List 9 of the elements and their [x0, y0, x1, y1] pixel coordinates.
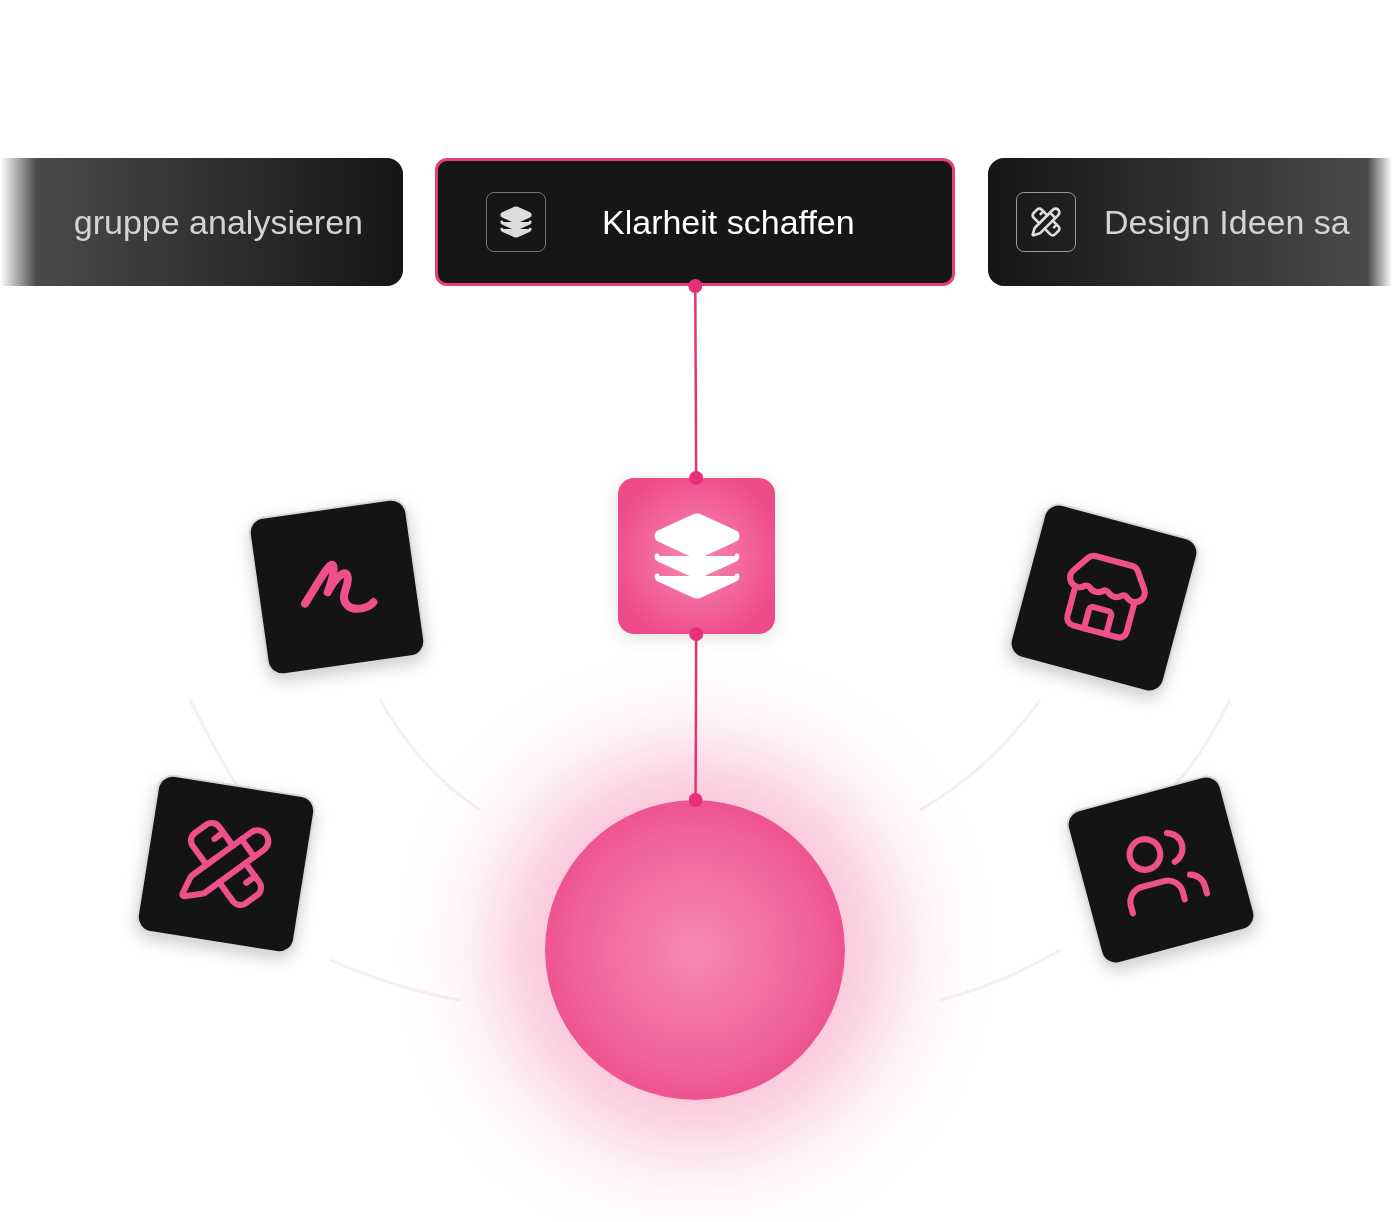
step-label: Design Ideen sa — [1104, 201, 1350, 243]
step-card — [988, 158, 1392, 286]
layers-tile — [618, 478, 775, 634]
step-card — [435, 158, 955, 286]
connector-line — [688, 627, 704, 807]
step-label: gruppe analysieren — [73, 201, 363, 243]
step-card — [0, 158, 403, 286]
step-label: Klarheit schaffen — [602, 201, 855, 243]
connector-line — [688, 279, 704, 485]
